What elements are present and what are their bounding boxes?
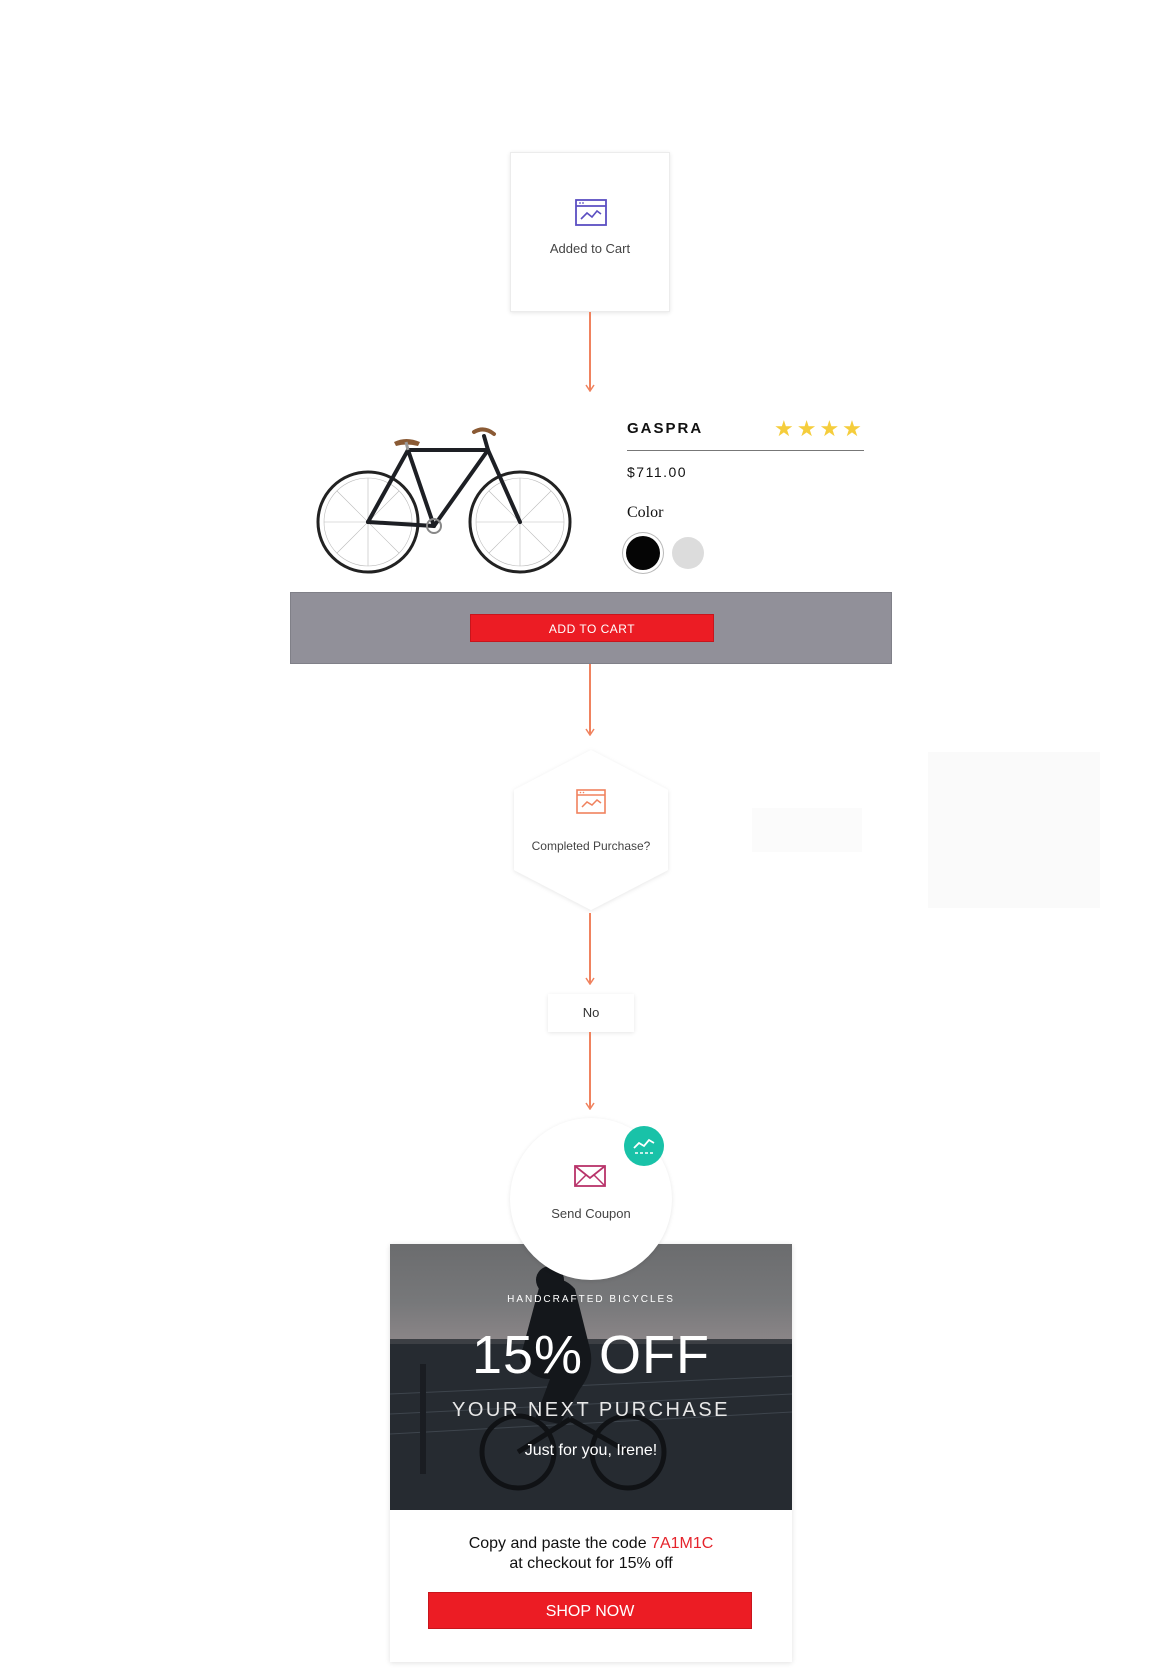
arrow-down-icon	[585, 728, 595, 736]
trigger-node-added-to-cart[interactable]: Added to Cart	[510, 152, 670, 312]
email-tagline: HANDCRAFTED BICYCLES	[507, 1294, 675, 1305]
color-swatch-black[interactable]	[626, 536, 660, 570]
email-subheadline: YOUR NEXT PURCHASE	[451, 1399, 730, 1421]
email-copy: Copy and paste the code 7A1M1C at checko…	[390, 1534, 792, 1574]
decision-label: Completed Purchase?	[531, 839, 651, 853]
browser-chart-icon	[575, 199, 607, 226]
product-price: $711.00	[627, 464, 688, 480]
arrow-down-icon	[585, 1102, 595, 1110]
arrow-down-icon	[585, 977, 595, 985]
trigger-label: Added to Cart	[549, 241, 631, 256]
faint-placeholder-node	[928, 752, 1100, 908]
color-swatch-gray[interactable]	[672, 537, 704, 569]
cyclist-silhouette	[390, 1266, 792, 1510]
email-greeting: Just for you, Irene!	[524, 1442, 658, 1459]
bicycle-image	[316, 427, 572, 574]
coupon-code: 7A1M1C	[651, 1535, 714, 1552]
connector-line	[589, 664, 591, 734]
star-rating: ★★★★	[774, 416, 865, 441]
decision-node-completed-purchase[interactable]: Completed Purchase?	[510, 747, 672, 913]
envelope-icon	[574, 1165, 606, 1187]
product-name: GASPRA	[627, 420, 704, 437]
connector-line	[589, 913, 591, 983]
shop-now-button[interactable]: SHOP NOW	[428, 1592, 752, 1629]
chart-line-icon	[633, 1138, 655, 1154]
analytics-badge[interactable]	[624, 1126, 664, 1166]
arrow-down-icon	[585, 384, 595, 392]
copy-prefix: Copy and paste the code	[468, 1535, 647, 1552]
copy-suffix: at checkout for 15% off	[509, 1555, 673, 1572]
color-label: Color	[627, 504, 664, 521]
email-hero-image: HANDCRAFTED BICYCLES 15% OFF YOUR NEXT P…	[390, 1244, 792, 1510]
branch-label-no[interactable]: No	[548, 994, 634, 1032]
action-label: Send Coupon	[551, 1206, 631, 1221]
hexagon-shape	[514, 750, 668, 910]
add-to-cart-button[interactable]: ADD TO CART	[470, 614, 714, 642]
connector-line	[589, 1032, 591, 1108]
coupon-email-preview: HANDCRAFTED BICYCLES 15% OFF YOUR NEXT P…	[390, 1244, 792, 1662]
email-headline: 15% OFF	[471, 1325, 711, 1385]
faint-placeholder-connector	[752, 808, 862, 852]
connector-line	[589, 312, 591, 390]
product-divider	[627, 450, 864, 451]
browser-chart-icon	[576, 789, 606, 814]
